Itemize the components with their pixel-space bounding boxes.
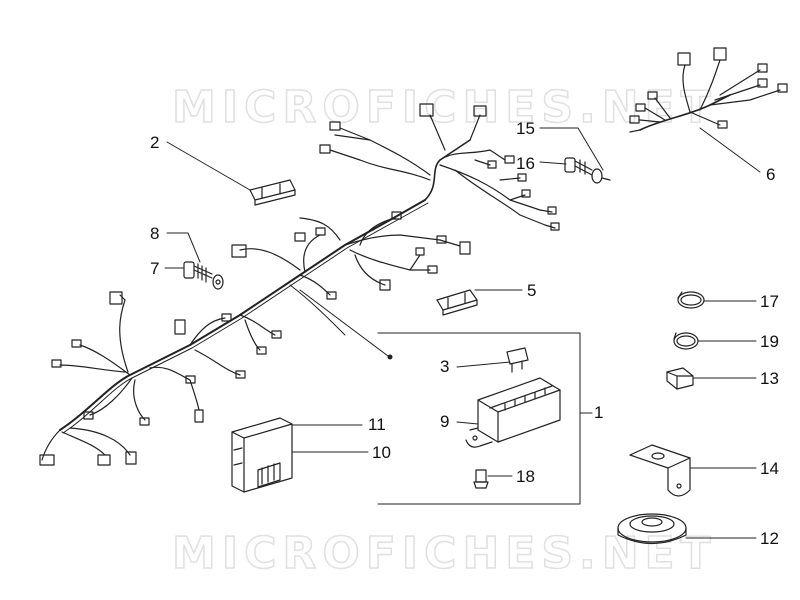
part-13-rubber-block xyxy=(666,367,694,390)
part-17-clamp xyxy=(677,291,705,309)
callout-8: 8 xyxy=(150,224,160,243)
part-19-clamp xyxy=(673,332,699,350)
leader-lines xyxy=(164,127,761,539)
callout-18: 18 xyxy=(516,467,535,486)
callout-3: 3 xyxy=(440,357,450,376)
watermark-top: MICROFICHES.NET xyxy=(171,81,717,134)
callout-7: 7 xyxy=(150,259,160,278)
callout-1: 1 xyxy=(594,403,604,422)
main-wiring-harness xyxy=(39,103,560,466)
callout-13: 13 xyxy=(760,369,779,388)
callout-5: 5 xyxy=(527,281,537,300)
part-14-bracket xyxy=(629,444,691,497)
secondary-wiring-harness xyxy=(629,47,788,133)
part-3-fuse xyxy=(506,347,529,373)
callout-17: 17 xyxy=(760,292,779,311)
callout-6: 6 xyxy=(766,165,776,184)
callout-14: 14 xyxy=(760,459,779,478)
part-15-16-fastener xyxy=(564,157,611,184)
callout-2: 2 xyxy=(150,133,160,152)
callout-9: 9 xyxy=(440,412,450,431)
callout-12: 12 xyxy=(760,529,779,548)
part-5-clip xyxy=(436,289,478,316)
callout-19: 19 xyxy=(760,332,779,351)
callout-11: 11 xyxy=(368,415,386,434)
part-12-grommet xyxy=(617,513,687,544)
leader-dot xyxy=(387,354,393,360)
callout-16: 16 xyxy=(516,154,535,173)
part-10-11-control-unit xyxy=(231,417,293,493)
callout-10: 10 xyxy=(372,443,391,462)
callout-15: 15 xyxy=(516,119,535,138)
part-9-fuse-box xyxy=(465,377,561,448)
part-7-8-screw xyxy=(183,261,224,290)
part-18-screw xyxy=(473,469,489,489)
part-2-clip xyxy=(249,179,296,206)
